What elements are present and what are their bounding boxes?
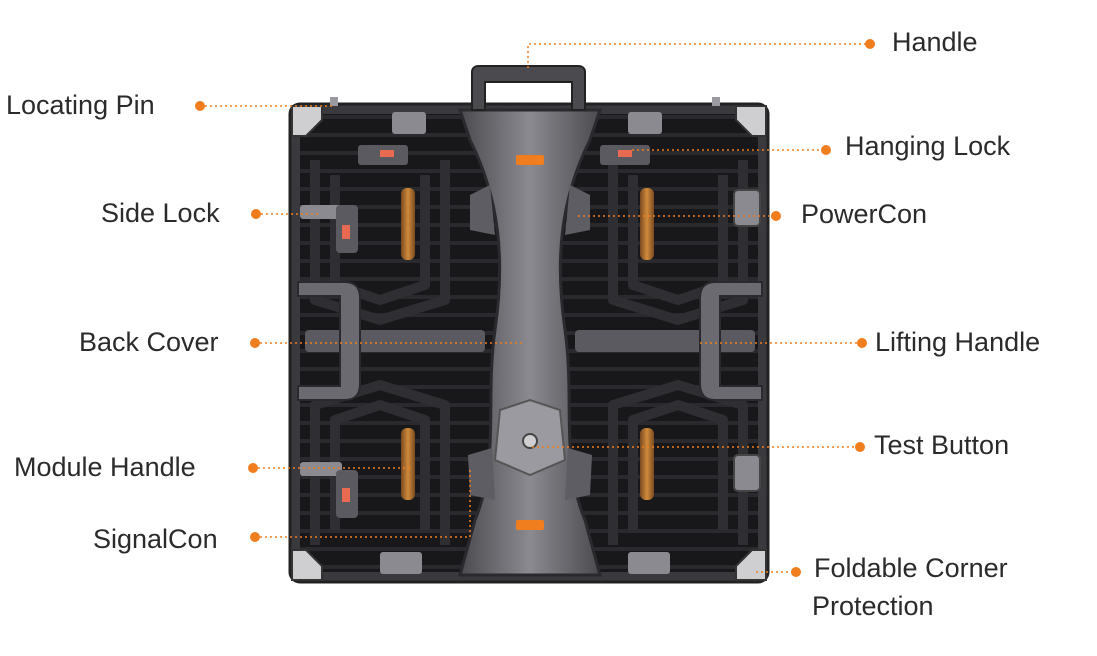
dot-back-cover: [250, 338, 260, 348]
lifting-handle-right[interactable]: [699, 281, 763, 401]
spine-wing-bottom-left: [468, 448, 495, 500]
label-locating-pin: Locating Pin: [6, 90, 155, 120]
locating-pin-left: [330, 97, 338, 106]
label-signalcon: SignalCon: [93, 524, 218, 554]
leader-handle: [527, 43, 870, 68]
spine-latch-bottom: [516, 520, 544, 530]
label-powercon: PowerCon: [801, 199, 928, 229]
cross-rail-right: [575, 330, 755, 352]
corner-protection: [291, 105, 767, 581]
dot-handle: [865, 39, 875, 49]
bottom-foot-right: [628, 552, 670, 574]
dot-locating-pin: [195, 101, 205, 111]
hanging-lock-left[interactable]: [358, 112, 426, 165]
lifting-handle-left[interactable]: [297, 281, 361, 401]
spine-wing-top-right: [565, 185, 590, 235]
cross-rail-left: [305, 330, 485, 352]
right-side-connector: [733, 454, 761, 492]
top-handle[interactable]: [471, 65, 586, 111]
label-hanging-lock: Hanging Lock: [845, 131, 1011, 161]
dot-foldable-corner: [791, 567, 801, 577]
label-foldable-corner-line1: Foldable Corner: [814, 553, 1008, 583]
callout-dots: [195, 39, 875, 577]
module-strip-bl: [401, 428, 415, 500]
spine-wing-top-left: [470, 185, 495, 235]
side-lock-bottom[interactable]: [300, 462, 358, 518]
panel-ribbing: [310, 160, 748, 545]
spine-latch-top: [516, 155, 544, 165]
module-strip-tr: [640, 188, 654, 260]
label-test-button: Test Button: [874, 430, 1010, 460]
locating-pin-right: [712, 97, 720, 106]
test-button[interactable]: [522, 433, 538, 449]
spine-wing-bottom-right: [565, 448, 592, 500]
dot-hanging-lock: [821, 145, 831, 155]
label-module-handle: Module Handle: [14, 452, 196, 482]
label-back-cover: Back Cover: [79, 327, 219, 357]
side-lock-top[interactable]: [300, 205, 358, 253]
label-handle: Handle: [892, 27, 978, 57]
led-cabinet: [288, 65, 770, 584]
dot-side-lock: [251, 209, 261, 219]
dot-test-button: [855, 442, 865, 452]
label-lifting-handle: Lifting Handle: [875, 327, 1041, 357]
label-foldable-corner-line2: Protection: [812, 591, 934, 621]
dot-signalcon: [250, 532, 260, 542]
powercon-connector: [733, 189, 761, 227]
module-strip-br: [640, 428, 654, 500]
callout-lines: [200, 43, 870, 573]
module-strip-tl: [401, 188, 415, 260]
label-side-lock: Side Lock: [101, 198, 220, 228]
bottom-foot-left: [380, 552, 422, 574]
dot-powercon: [771, 211, 781, 221]
leader-signalcon: [255, 470, 471, 538]
dot-module-handle: [248, 463, 258, 473]
dot-lifting-handle: [857, 338, 867, 348]
